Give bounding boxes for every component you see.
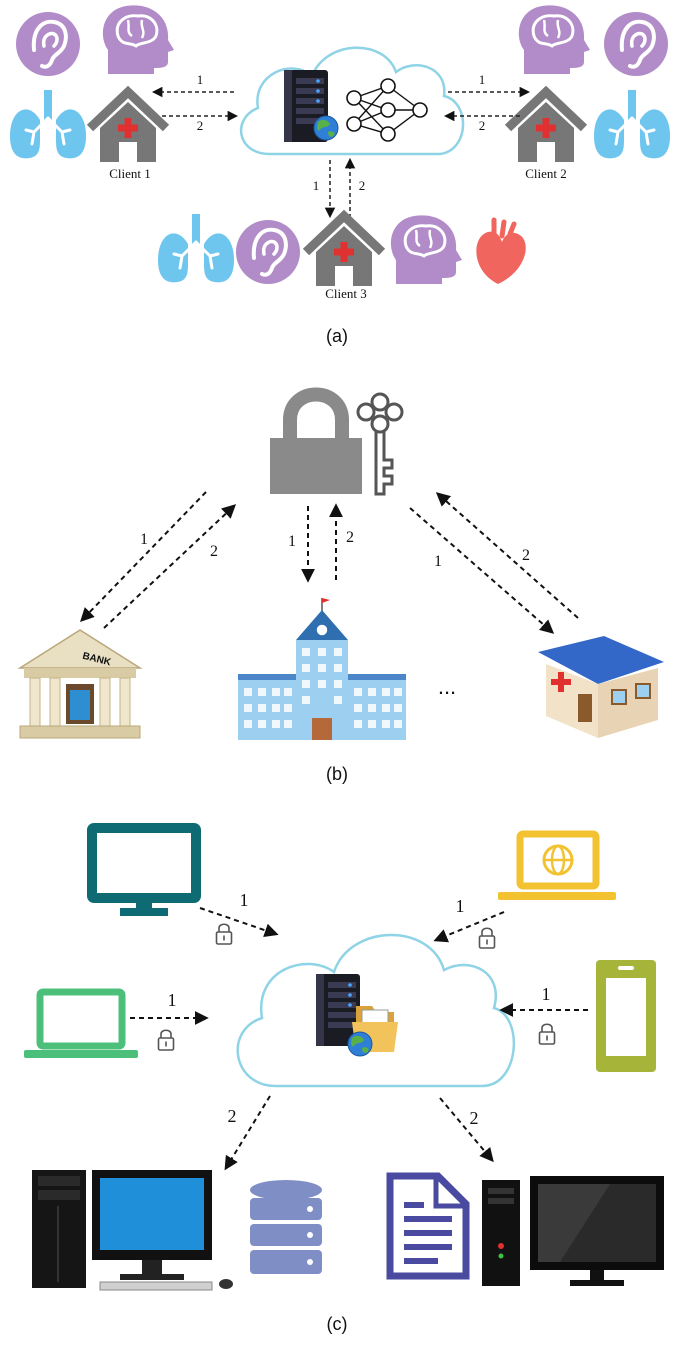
arrow-2-from-bank bbox=[103, 504, 237, 629]
arrow-label-2: 2 bbox=[522, 547, 530, 564]
ear-icon bbox=[602, 10, 670, 78]
arrow-label-2: 2 bbox=[210, 543, 218, 560]
lock-icon bbox=[538, 1023, 556, 1045]
arrow-label-2: 2 bbox=[197, 118, 204, 133]
ear-icon bbox=[234, 218, 302, 286]
laptop-globe-icon bbox=[498, 830, 616, 900]
hospital-icon bbox=[90, 92, 166, 162]
arrow-label-1: 1 bbox=[479, 72, 486, 87]
arrow-2-to-document-pc bbox=[439, 1097, 494, 1163]
key-icon bbox=[356, 392, 404, 496]
client-3-label: Client 3 bbox=[325, 286, 367, 301]
ear-icon bbox=[14, 10, 82, 78]
hospital-icon bbox=[306, 216, 382, 286]
arrow-label-1: 1 bbox=[197, 72, 204, 87]
lock-icon bbox=[478, 927, 496, 949]
padlock-icon bbox=[270, 387, 362, 494]
hospital-icon bbox=[508, 92, 584, 162]
panel-b: 1 2 1 2 1 2 BANK bbox=[17, 387, 664, 784]
lungs-icon bbox=[592, 88, 672, 160]
brain-head-icon bbox=[389, 213, 464, 286]
globe-icon bbox=[347, 1031, 373, 1057]
arrow-label-1: 1 bbox=[240, 890, 249, 910]
client-2-label: Client 2 bbox=[525, 166, 567, 181]
globe-icon bbox=[313, 115, 339, 141]
arrow-label-2: 2 bbox=[470, 1108, 479, 1128]
arrow-label-1: 1 bbox=[140, 531, 148, 548]
heart-icon bbox=[476, 217, 526, 284]
brain-head-icon bbox=[517, 3, 592, 76]
monitor-icon bbox=[530, 1176, 664, 1286]
document-icon bbox=[386, 1172, 470, 1280]
arrow-label-2: 2 bbox=[359, 178, 366, 193]
lungs-icon bbox=[156, 212, 236, 284]
panel-c-caption: (c) bbox=[327, 1314, 348, 1334]
lungs-icon bbox=[8, 88, 88, 160]
arrow-2-from-clinic bbox=[435, 492, 579, 619]
arrow-label-1: 1 bbox=[168, 990, 177, 1010]
panel-c: 1 1 1 1 2 2 bbox=[24, 823, 664, 1334]
lock-icon bbox=[157, 1029, 175, 1051]
arrow-label-1: 1 bbox=[313, 178, 320, 193]
panel-b-caption: (b) bbox=[326, 764, 348, 784]
clinic-building-icon bbox=[538, 636, 664, 738]
arrow-label-1: 1 bbox=[434, 553, 442, 570]
neural-network-icon bbox=[346, 78, 428, 142]
arrow-1-from-desktop bbox=[199, 907, 279, 937]
bank-building-icon: BANK bbox=[17, 629, 143, 739]
ellipsis: ... bbox=[438, 674, 456, 699]
workstation-icon bbox=[32, 1170, 233, 1291]
panel-a-caption: (a) bbox=[326, 326, 348, 346]
arrow-label-2: 2 bbox=[479, 118, 486, 133]
school-building-icon bbox=[238, 598, 406, 740]
arrow-1-from-laptop bbox=[433, 911, 505, 943]
brain-head-icon bbox=[101, 3, 176, 76]
database-icon bbox=[250, 1180, 322, 1274]
arrow-label-1: 1 bbox=[288, 533, 296, 550]
arrow-1-to-clinic bbox=[409, 507, 555, 634]
lock-icon bbox=[215, 923, 233, 945]
panel-a: Client 1 1 2 Client 2 1 2 1 2 Client 3 (… bbox=[8, 3, 672, 346]
desktop-monitor-icon bbox=[87, 823, 201, 916]
arrow-1-to-bank bbox=[80, 491, 207, 623]
pc-tower-icon bbox=[482, 1180, 520, 1286]
arrow-label-1: 1 bbox=[542, 984, 551, 1004]
arrow-label-1: 1 bbox=[456, 896, 465, 916]
arrow-label-2: 2 bbox=[228, 1106, 237, 1126]
smartphone-icon bbox=[596, 960, 656, 1072]
laptop-icon bbox=[24, 988, 138, 1058]
client-1-label: Client 1 bbox=[109, 166, 151, 181]
arrow-label-2: 2 bbox=[346, 529, 354, 546]
